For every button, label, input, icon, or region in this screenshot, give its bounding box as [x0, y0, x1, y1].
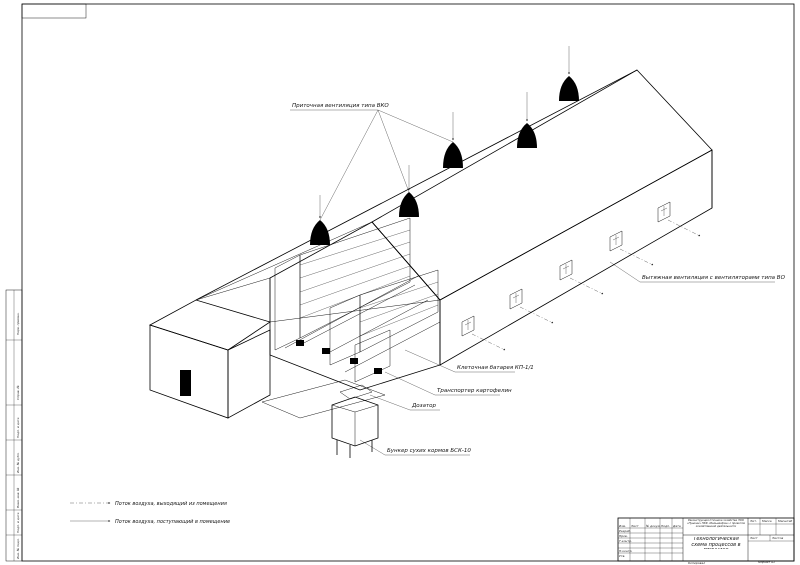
stamp-vzam-inv: Взам. инв. №	[16, 488, 20, 508]
label-transport-conveyor: Транспортер картофелин	[437, 388, 512, 394]
supply-vent-icon	[559, 46, 579, 101]
tb-role-prov: Пров.	[619, 534, 628, 538]
supply-vent-icon	[310, 195, 330, 245]
supply-vents	[310, 46, 579, 245]
poultry-house-building	[148, 46, 713, 458]
tb-drawing-title: Технологическая схема процессов в птични…	[691, 537, 741, 549]
stamp-inv-podl: Инв. № подл.	[16, 538, 20, 559]
label-dosing-unit: Дозатор	[411, 403, 437, 409]
tb-role-tkontr: Т.контр.	[619, 539, 632, 543]
tb-role-izm: Изм.	[619, 524, 626, 528]
sheet-frame	[21, 3, 795, 562]
supply-vent-icon	[443, 112, 463, 168]
tb-copied: Копировал	[688, 561, 705, 565]
side-stamp: Инв. № подл. Подп. и дата Взам. инв. № И…	[5, 289, 23, 562]
exhaust-fan-icon	[509, 288, 523, 310]
stamp-sprav: Справ. №	[16, 385, 20, 400]
tb-role-utv: Утв.	[619, 554, 625, 558]
legend-air-in: Поток воздуха, поступающий в помещение	[115, 519, 230, 525]
tb-col-mass: Масса	[762, 519, 772, 523]
tb-sheet: Лист	[749, 536, 758, 540]
tb-col-lit: Лит.	[749, 519, 757, 523]
tb-role-razrab: Разраб.	[619, 529, 631, 533]
tb-col-scale: Масштаб	[778, 519, 792, 523]
callouts: Приточная вентиляция типа ВКО Вытяжная в…	[290, 103, 786, 456]
stamp-inv-dubl: Инв. № дубл.	[16, 452, 20, 473]
cage-battery-rows	[274, 217, 441, 383]
feed-hopper-unit	[331, 384, 379, 458]
legend-air-out: Поток воздуха, выходящий из помещения	[115, 501, 227, 507]
tb-role-list: Лист	[630, 524, 639, 528]
stamp-podp-data: Подп. и дата	[16, 512, 20, 533]
tb-org-text: Реконструкция птичника хозяйства ЛОО «Пу…	[686, 519, 746, 528]
annex-door	[180, 370, 191, 396]
supply-vent-icon	[399, 165, 419, 217]
tb-sheets: Листов	[771, 536, 783, 540]
tb-role-nkontr: Н.контр.	[619, 549, 632, 553]
tb-format: Формат А1	[758, 560, 775, 564]
title-block: Изм. Лист № докум. Подп. Дата Разраб. Пр…	[617, 517, 795, 565]
legend: Поток воздуха, выходящий из помещения По…	[70, 501, 230, 525]
exhaust-fan-icon	[657, 201, 671, 223]
exhaust-fan-icon	[559, 259, 573, 281]
exhaust-fan-icon	[461, 315, 475, 337]
tb-role-data: Дата	[672, 524, 681, 528]
label-feed-hopper: Бункер сухих кормов БСК-10	[387, 448, 471, 454]
supply-vent-icon	[517, 92, 537, 148]
label-cage-battery: Клеточная батарея КП-1/1	[457, 365, 534, 371]
label-exhaust-ventilation: Вытяжная вентиляция с вентиляторами типа…	[642, 275, 786, 281]
exhaust-fans	[461, 201, 701, 351]
tb-role-doc: № докум.	[645, 524, 661, 528]
stamp-podp-data-2: Подп. и дата	[16, 417, 20, 438]
label-supply-ventilation: Приточная вентиляция типа ВКО	[292, 103, 389, 109]
exhaust-fan-icon	[609, 230, 623, 252]
tb-role-podp: Подп.	[661, 524, 670, 528]
stamp-perv-primen: Перв. примен.	[16, 312, 20, 335]
